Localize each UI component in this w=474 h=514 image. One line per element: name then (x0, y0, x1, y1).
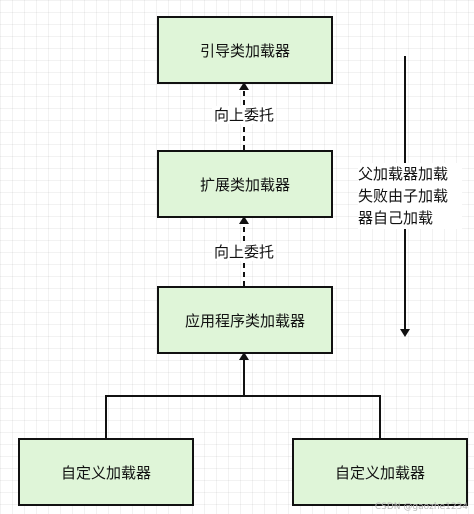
extension-loader-box[interactable]: 扩展类加载器 (157, 150, 333, 218)
custom-loader-box-right[interactable]: 自定义加载器 (292, 438, 468, 506)
watermark: CSDN @gaozhe1234 (374, 502, 468, 512)
extension-loader-label: 扩展类加载器 (199, 175, 290, 194)
custom-loader-box-left[interactable]: 自定义加载器 (18, 438, 194, 506)
application-loader-label: 应用程序类加载器 (184, 311, 305, 330)
bootstrap-loader-box[interactable]: 引导类加载器 (157, 16, 333, 84)
fallback-annotation: 父加载器加载失败由子加载器自己加载 (358, 163, 462, 229)
bootstrap-loader-label: 引导类加载器 (199, 41, 290, 60)
custom-connector (105, 395, 381, 438)
custom-loader-label-right: 自定义加载器 (334, 463, 425, 482)
custom-loader-label-left: 自定义加载器 (60, 463, 151, 482)
application-loader-box[interactable]: 应用程序类加载器 (157, 286, 333, 354)
delegate-label-upper: 向上委托 (212, 106, 277, 124)
delegate-label-lower: 向上委托 (212, 243, 277, 261)
